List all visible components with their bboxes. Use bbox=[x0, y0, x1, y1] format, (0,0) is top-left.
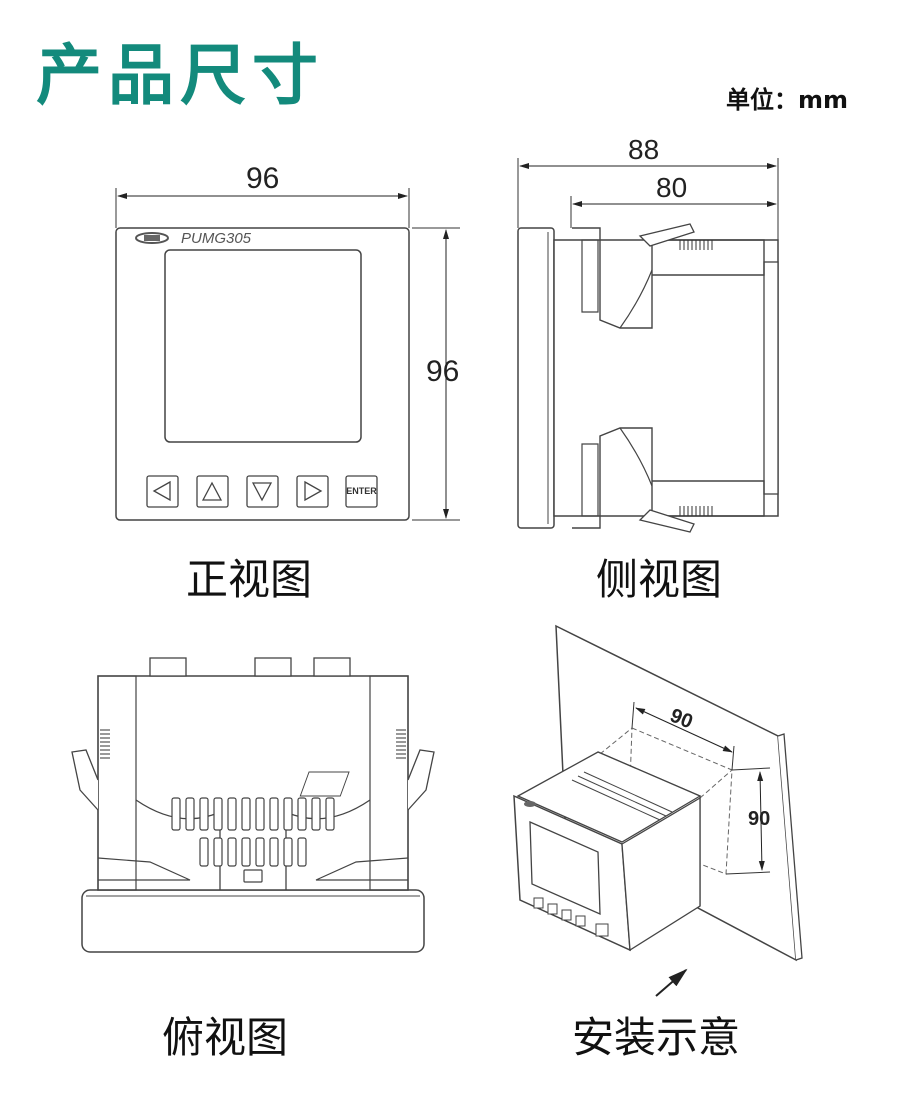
front-view-caption: 正视图 bbox=[186, 555, 313, 604]
key-up bbox=[196, 475, 229, 508]
top-view-caption: 俯视图 bbox=[162, 1013, 289, 1062]
model-label: PUMG305 bbox=[181, 230, 252, 247]
mounting-plate bbox=[555, 624, 797, 962]
brand-logo-icon bbox=[135, 232, 169, 244]
side-body-dimension: 80 bbox=[656, 172, 688, 203]
cutout-height-dimension: 90 bbox=[748, 808, 771, 830]
side-bezel bbox=[517, 227, 555, 529]
right-arrow-icon bbox=[304, 480, 323, 502]
install-device-front bbox=[513, 794, 631, 952]
cutout-width-dimension: 90 bbox=[666, 704, 696, 734]
key-down bbox=[246, 475, 279, 508]
front-panel bbox=[115, 227, 410, 521]
key-left bbox=[146, 475, 179, 508]
top-body bbox=[97, 675, 409, 891]
up-arrow-icon bbox=[201, 481, 223, 501]
vent-slots bbox=[171, 797, 335, 883]
side-view-caption: 侧视图 bbox=[596, 555, 723, 604]
side-body bbox=[553, 239, 779, 517]
left-arrow-icon bbox=[152, 480, 171, 502]
unit-label: 单位：mm bbox=[726, 86, 849, 114]
side-overall-dimension: 88 bbox=[628, 134, 660, 165]
top-bezel bbox=[81, 889, 425, 953]
key-right bbox=[296, 475, 329, 508]
page-title: 产品尺寸 bbox=[36, 37, 324, 114]
install-view-caption: 安装示意 bbox=[572, 1013, 741, 1062]
enter-label: ENTER bbox=[346, 486, 377, 496]
down-arrow-icon bbox=[251, 482, 273, 502]
front-height-dimension: 96 bbox=[426, 355, 460, 388]
front-width-dimension: 96 bbox=[246, 162, 280, 195]
display-screen bbox=[164, 249, 362, 443]
